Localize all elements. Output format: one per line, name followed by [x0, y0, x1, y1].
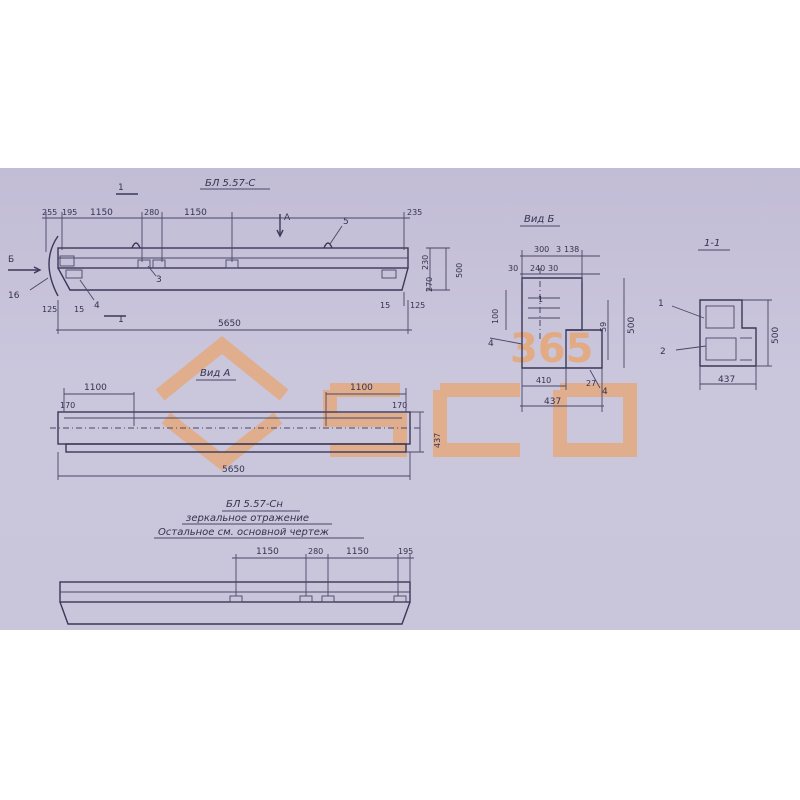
dim-270: 270 — [425, 277, 434, 292]
mirror-code: БЛ 5.57-Сн — [226, 499, 283, 510]
watermark-logo: 365 — [155, 326, 637, 471]
mirror-dim-280: 280 — [308, 547, 323, 556]
main-title: БЛ 5.57-С — [205, 178, 255, 189]
view-b-title: Вид Б — [524, 214, 554, 225]
arrow-b-label: Б — [8, 255, 14, 265]
dim-30-b: 30 — [548, 264, 558, 273]
dim-437-view-b: 437 — [544, 397, 561, 407]
mirror-dim-1150-a: 1150 — [256, 547, 279, 557]
dim-280: 280 — [144, 208, 159, 217]
dim-30-a: 30 — [508, 264, 518, 273]
dim-1150-a: 1150 — [90, 208, 113, 218]
watermark-text: 365 — [510, 326, 594, 372]
mirror-dim-1150-b: 1150 — [346, 547, 369, 557]
dim-1100-left: 1100 — [84, 383, 107, 393]
dim-1150-b: 1150 — [184, 208, 207, 218]
pos-5-label: 5 — [343, 217, 349, 227]
pos-1-section: 1 — [658, 299, 664, 309]
dim-5650-elev: 5650 — [218, 319, 241, 329]
dim-100: 100 — [491, 309, 500, 324]
dim-410: 410 — [536, 376, 551, 385]
rest-note: Остальное см. основной чертеж — [158, 527, 329, 538]
dim-59: 59 — [599, 322, 608, 332]
pos-4-view-b-left: 4 — [488, 339, 494, 349]
dim-240: 240 — [530, 264, 545, 273]
pos-4-label-left: 4 — [94, 301, 100, 311]
dim-15-left: 15 — [74, 305, 84, 314]
dim-125-right: 125 — [410, 301, 425, 310]
cut-1-top: 1 — [118, 183, 124, 193]
dim-5650-view-a: 5650 — [222, 465, 245, 475]
dim-27: 27 — [586, 379, 596, 388]
dim-15-right: 15 — [380, 301, 390, 310]
pos-1-view-b: 1 — [538, 295, 543, 304]
dim-195-left: 195 — [62, 208, 77, 217]
view-a-title: Вид А — [200, 368, 230, 379]
pos-4-view-b-right: 4 — [602, 387, 608, 397]
dim-500-view-b: 500 — [627, 317, 637, 334]
dim-437-view-a: 437 — [433, 433, 442, 448]
section-1-1: 1-1 1 2 500 437 — [658, 238, 781, 390]
dim-437-section: 437 — [718, 375, 735, 385]
dim-138: 138 — [564, 245, 579, 254]
dim-230: 230 — [421, 255, 430, 270]
dim-500-section: 500 — [771, 327, 781, 344]
dim-235-right: 235 — [407, 208, 422, 217]
section-title: 1-1 — [704, 238, 720, 249]
dim-170-right: 170 — [392, 401, 407, 410]
arrow-a-label: А — [284, 213, 291, 223]
dim-300: 300 — [534, 245, 549, 254]
pos-3-label: 3 — [156, 275, 162, 285]
main-elevation: БЛ 5.57-С 255 195 1150 280 1150 235 — [8, 178, 464, 334]
dim-500: 500 — [455, 263, 464, 278]
dim-3: 3 — [556, 245, 561, 254]
mirror-elevation: БЛ 5.57-Сн зеркальное отражение Остально… — [59, 499, 414, 625]
pos-16-label: 16 — [8, 291, 20, 301]
dim-1100-right: 1100 — [350, 383, 373, 393]
dim-255-left: 255 — [42, 208, 57, 217]
pos-2-section: 2 — [660, 347, 666, 357]
cut-1-bottom: 1 — [118, 315, 124, 325]
mirror-dim-195: 195 — [398, 547, 413, 556]
dim-170-left: 170 — [60, 401, 75, 410]
dim-125-left: 125 — [42, 305, 57, 314]
view-a: Вид А 1100 1100 170 170 437 5650 — [50, 368, 442, 480]
mirror-note: зеркальное отражение — [186, 513, 309, 524]
view-b: Вид Б 1 300 3 138 30 240 30 100 4 59 500 — [488, 214, 637, 412]
